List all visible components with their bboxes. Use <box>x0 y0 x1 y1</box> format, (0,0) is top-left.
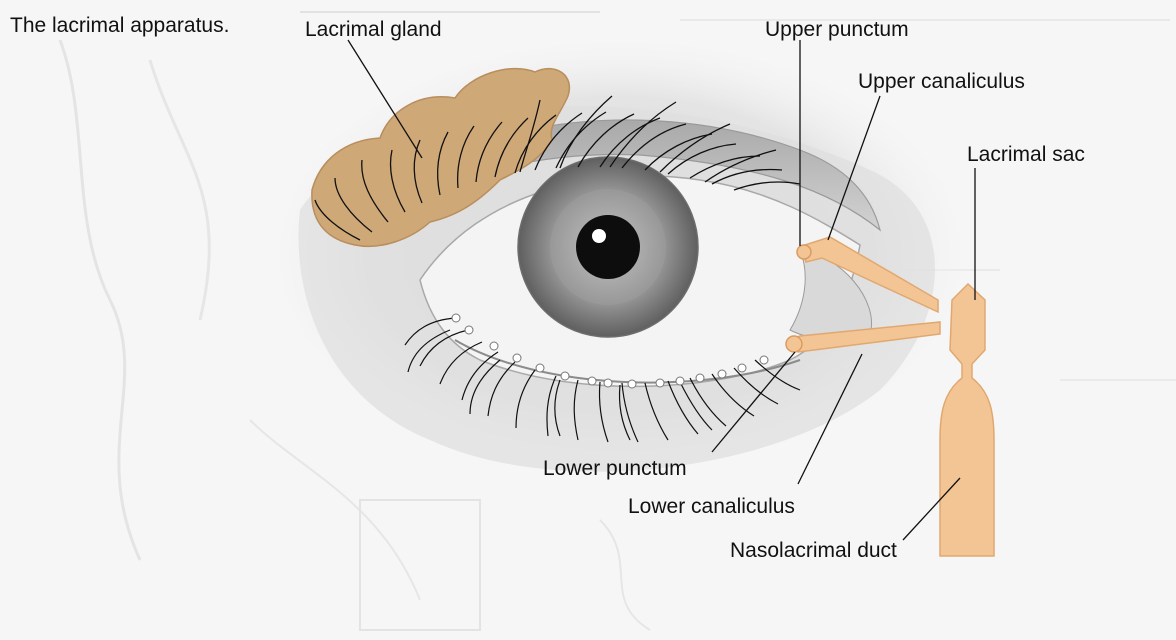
label-upper-canaliculus: Upper canaliculus <box>858 71 1025 92</box>
label-lower-punctum: Lower punctum <box>543 458 687 479</box>
label-lacrimal-sac: Lacrimal sac <box>967 144 1085 165</box>
figure-caption: The lacrimal apparatus. <box>10 15 229 36</box>
pupil-highlight <box>592 229 606 243</box>
label-lower-canaliculus: Lower canaliculus <box>628 496 795 517</box>
pupil <box>576 215 640 279</box>
upper-punctum-opening <box>797 245 811 259</box>
label-upper-punctum: Upper punctum <box>765 19 909 40</box>
label-lacrimal-gland: Lacrimal gland <box>305 19 442 40</box>
lower-punctum-opening <box>786 336 802 352</box>
label-nasolacrimal-duct: Nasolacrimal duct <box>730 540 897 561</box>
